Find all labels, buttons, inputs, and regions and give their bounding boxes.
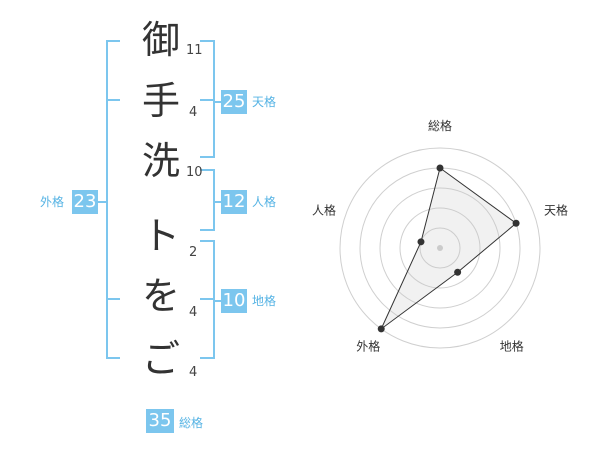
jin-kaku-value: 12 (221, 190, 247, 214)
ten-bracket-tick (200, 99, 215, 101)
chi-bracket-tick (200, 298, 215, 300)
radar-axis-label: 総格 (428, 118, 452, 133)
ten-bracket-top (200, 40, 215, 42)
stroke-count: 4 (189, 365, 198, 380)
ten-bracket-bottom (200, 156, 215, 158)
radar-ring (379, 187, 501, 309)
radar-point-3 (377, 325, 385, 333)
radar-point-1 (512, 219, 520, 227)
radar-point-0 (436, 164, 444, 172)
ten-kaku-label: 天格 (252, 95, 277, 109)
chi-bracket-top (200, 240, 215, 242)
name-char: 洗 (141, 139, 180, 183)
outer-bracket-bottom (106, 357, 120, 359)
radar-point-2 (454, 268, 462, 276)
name-char: ご (141, 337, 180, 381)
stroke-count: 11 (186, 43, 203, 58)
radar-center (437, 245, 443, 251)
outer-bracket-line (106, 40, 108, 359)
stroke-count: 4 (189, 105, 198, 120)
radar-point-4 (417, 238, 425, 246)
radar-axis-label: 天格 (544, 202, 568, 217)
outer-bracket-connector (98, 201, 106, 203)
name-char: 御 (141, 18, 180, 62)
radar-series-polygon (380, 167, 517, 330)
radar-ring (399, 207, 481, 289)
chi-bracket-bottom (200, 357, 215, 359)
gai-kaku-value: 23 (72, 190, 98, 214)
outer-bracket-tick (106, 99, 120, 101)
sou-kaku-label: 総格 (179, 416, 204, 430)
chi-bracket-connector (213, 300, 221, 302)
outer-bracket-top (106, 40, 120, 42)
stroke-count: 2 (189, 245, 198, 260)
name-char: 手 (141, 79, 180, 123)
outer-bracket-tick (106, 298, 120, 300)
name-char: ト (141, 214, 180, 258)
jin-bracket-bottom (200, 229, 215, 231)
gai-kaku-label: 外格 (40, 195, 65, 209)
jin-bracket-line (213, 169, 215, 231)
name-char: を (141, 274, 180, 318)
stroke-count: 10 (186, 165, 203, 180)
radar-ring (339, 147, 541, 349)
jin-kaku-label: 人格 (252, 195, 277, 209)
radar-axis-label: 外格 (356, 339, 380, 354)
stroke-count: 4 (189, 305, 198, 320)
chi-kaku-value: 10 (221, 289, 247, 313)
radar-axis-label: 人格 (312, 202, 336, 217)
radar-axis-label: 地格 (500, 339, 524, 354)
jin-bracket-connector (213, 201, 221, 203)
sou-kaku-value: 35 (146, 409, 174, 433)
radar-ring (419, 227, 461, 269)
chi-kaku-label: 地格 (252, 294, 277, 308)
ten-bracket-connector (213, 101, 221, 103)
ten-kaku-value: 25 (221, 90, 247, 114)
jin-bracket-top (200, 169, 215, 171)
